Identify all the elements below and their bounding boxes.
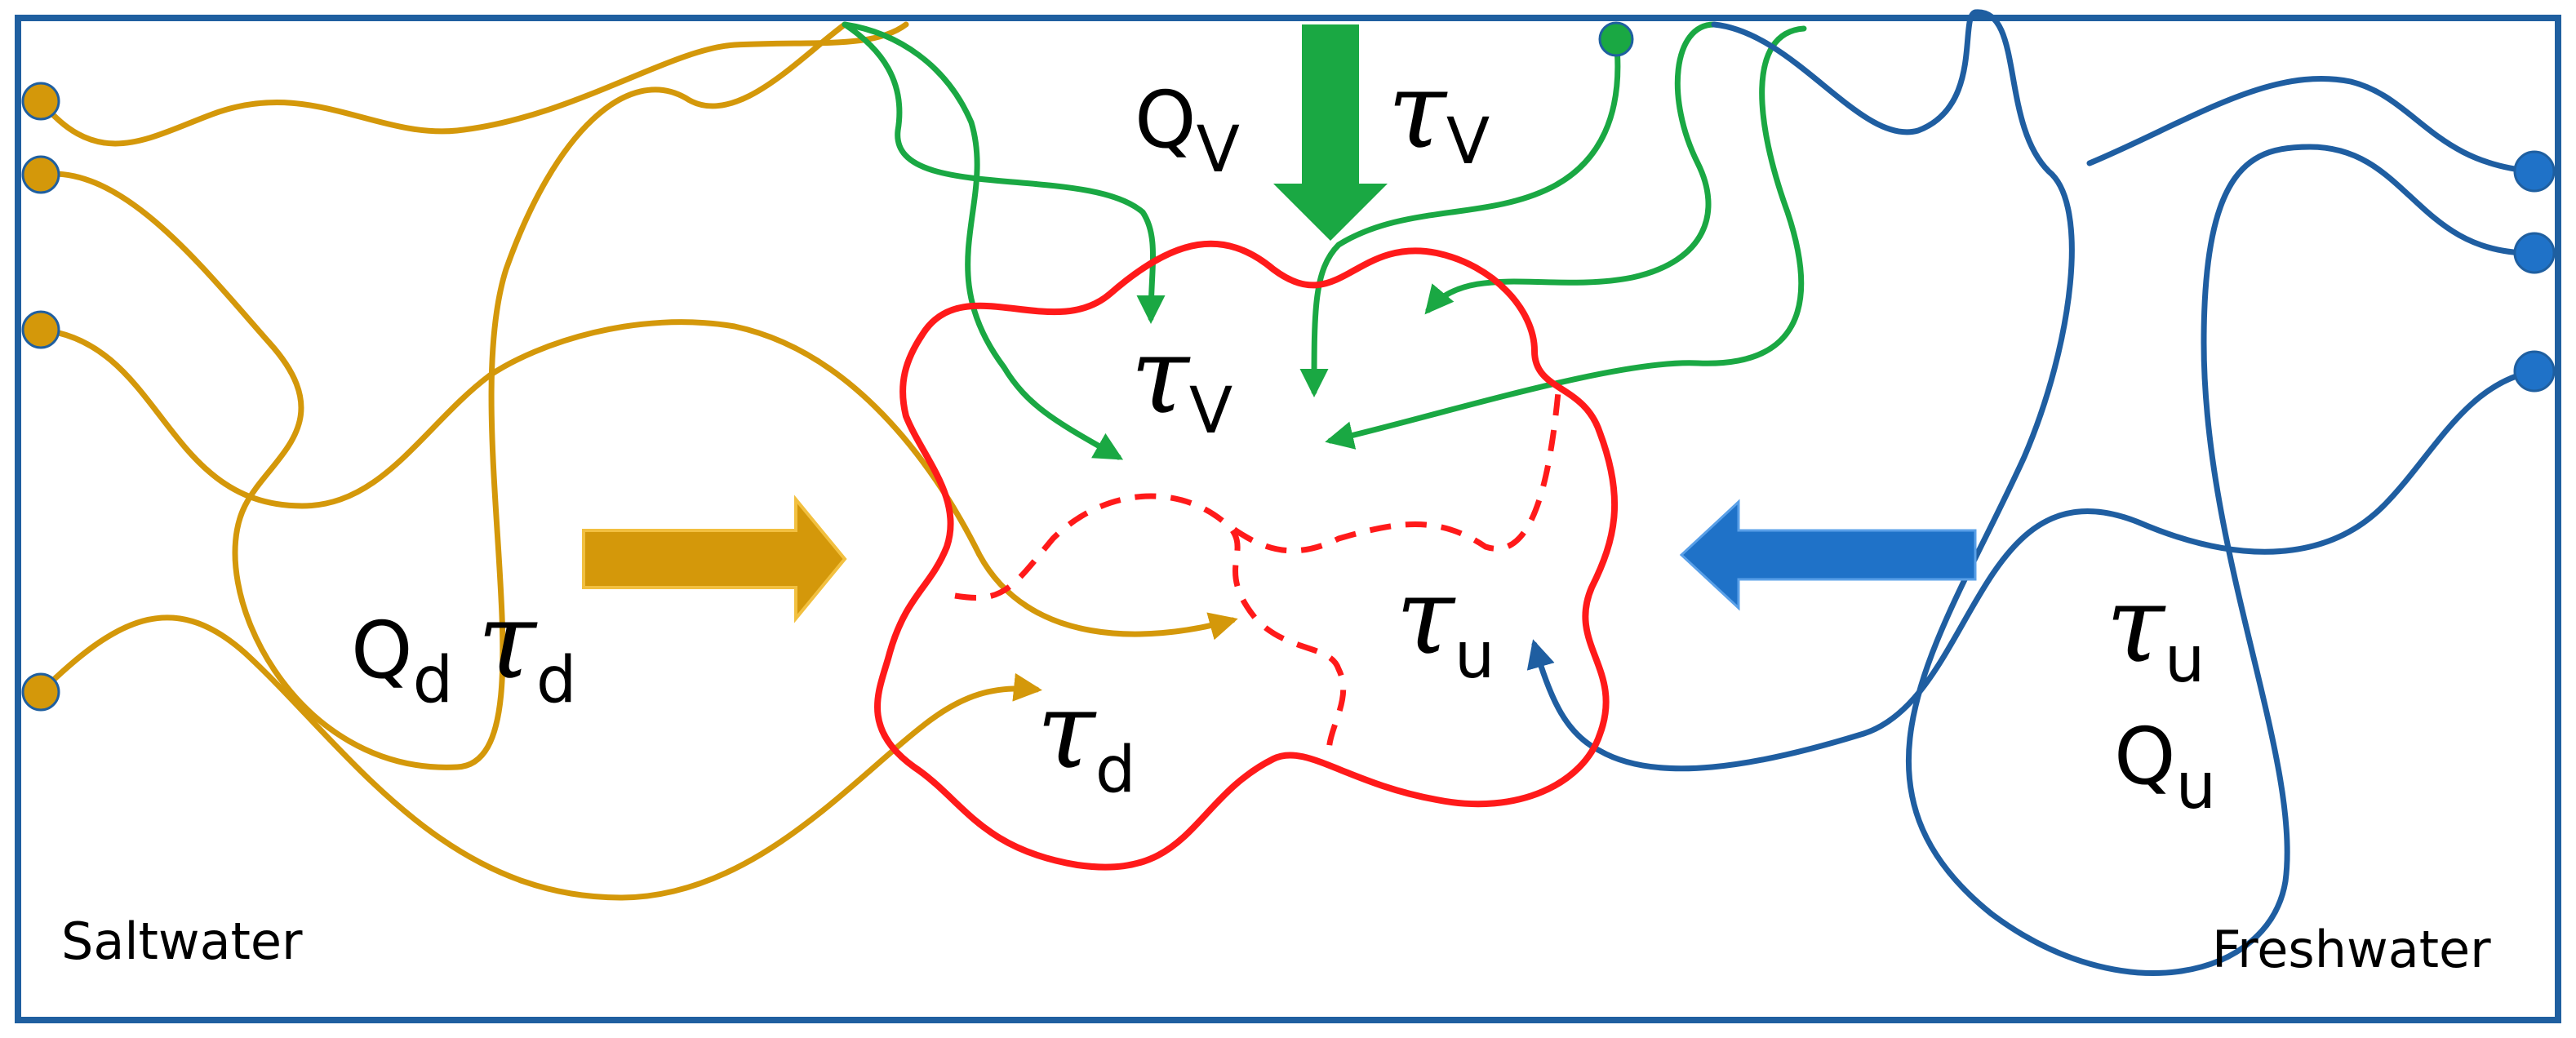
control-volume-boundary	[874, 240, 1619, 871]
domain-frame	[15, 15, 2561, 1023]
freshwater-source-dot	[2513, 232, 2556, 274]
saltwater-trajectories	[38, 21, 1238, 901]
saltwater-trajectory	[38, 319, 1238, 641]
vertical-flux-arrow	[1273, 24, 1388, 241]
flow-label-top: QV	[1135, 74, 1240, 187]
saltwater-source-dot	[21, 155, 60, 194]
vertical-trajectory	[1424, 21, 1717, 315]
saltwater-source-dot	[21, 82, 60, 121]
freshwater-trajectories	[1526, 9, 2538, 976]
saltwater-label: Saltwater	[61, 912, 303, 971]
saltwater-trajectory	[38, 614, 1042, 901]
saltwater-trajectory	[38, 21, 848, 770]
freshwater-source-dot	[2513, 150, 2556, 193]
vertical-trajectory	[842, 21, 1124, 460]
vertical-trajectory	[1325, 25, 1807, 450]
region-label-v: τV	[1130, 313, 1232, 448]
division-dashed	[954, 383, 1562, 601]
vertical-trajectory	[842, 21, 1166, 324]
saltwater-sources	[21, 82, 60, 712]
vertical-trajectory	[1299, 36, 1621, 397]
freshwater-trajectory	[2086, 76, 2538, 175]
residence-label-left: τd	[477, 579, 576, 717]
arrow-left-icon	[1679, 499, 1977, 611]
residence-label-right: τu	[2106, 562, 2205, 697]
freshwater-trajectory	[1526, 368, 2538, 772]
division-dashed	[1229, 529, 1347, 761]
freshwater-trajectory	[1711, 9, 2534, 976]
freshwater-label: Freshwater	[2212, 920, 2491, 979]
flow-label-left: Qd	[351, 605, 453, 717]
freshwater-sources	[2513, 150, 2556, 393]
arrow-right-icon	[582, 495, 847, 623]
arrow-down-icon	[1273, 24, 1388, 241]
vertical-source-dot	[1598, 21, 1634, 57]
flow-label-right: Qu	[2114, 711, 2216, 823]
control-volume-internal-divisions	[954, 383, 1562, 761]
saltwater-source-dot	[21, 310, 60, 349]
region-label-d: τd	[1037, 668, 1135, 807]
region-label-u: τu	[1396, 554, 1495, 693]
residence-label-top: τV	[1388, 48, 1490, 179]
vertical-input-trajectories	[842, 21, 1807, 460]
saltwater-trajectory	[38, 21, 909, 147]
freshwater-flux-arrow	[1679, 499, 1977, 611]
saltwater-source-dot	[21, 672, 60, 712]
freshwater-source-dot	[2513, 350, 2556, 393]
saltwater-flux-arrow	[582, 495, 847, 623]
